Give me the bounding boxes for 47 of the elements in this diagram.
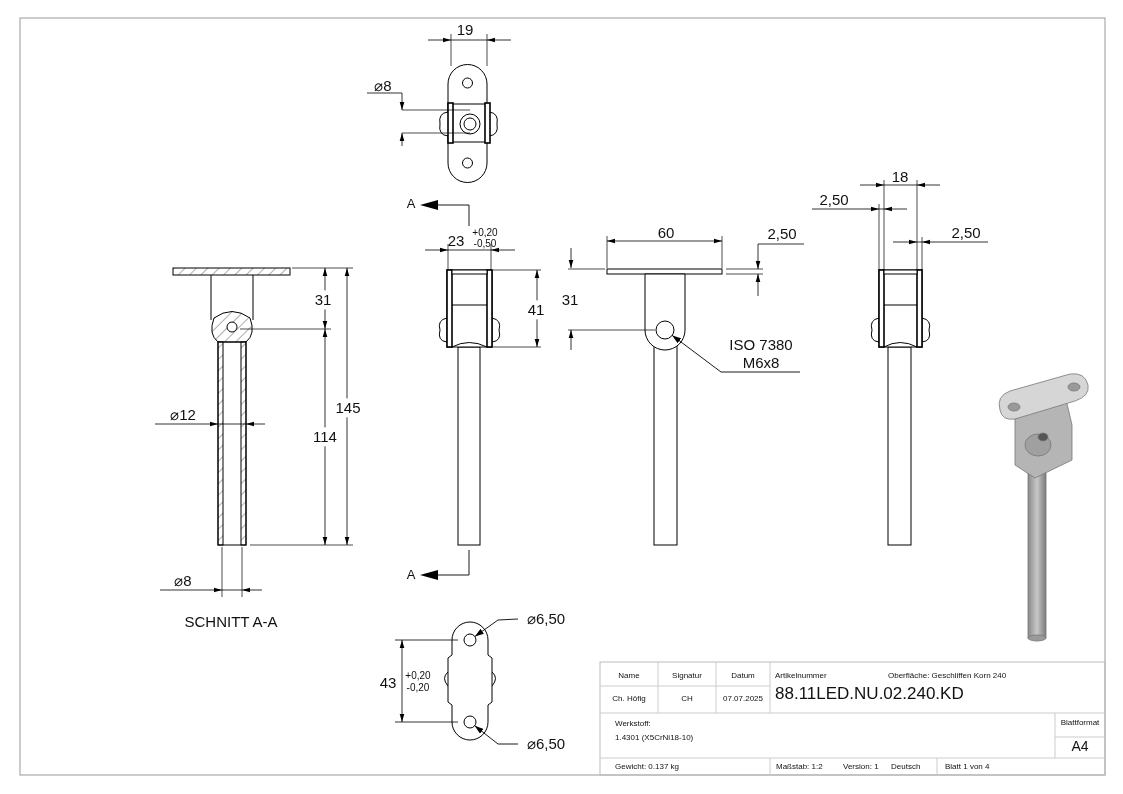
leader-note: ⌀6,50: [520, 610, 572, 628]
section-label: A: [406, 567, 416, 583]
table-value: Ch. Höfig: [612, 694, 646, 704]
tolerance-label: -0,50: [473, 238, 497, 250]
table-value: CH: [681, 694, 693, 704]
leader-note: ⌀6,50: [520, 735, 572, 753]
view-title: SCHNITT A-A: [184, 613, 278, 631]
table-header: Signatur: [672, 671, 702, 681]
table-field: Deutsch: [891, 762, 921, 772]
mounting-hole: [463, 715, 477, 729]
table-value: 07.07.2025: [723, 694, 763, 704]
mounting-hole: [463, 633, 477, 647]
dimension-label: 19: [456, 21, 474, 39]
screw-head: [655, 320, 675, 340]
dimension-label: 2,50: [951, 224, 981, 242]
dimension-label: 18: [891, 168, 909, 186]
dimension-label: 43: [379, 674, 397, 692]
table-header: Artikelnummer: [775, 671, 827, 681]
dimension-label: 114: [311, 427, 339, 447]
tolerance-label: +0,20: [472, 227, 498, 239]
dimension-label: 60: [657, 224, 675, 242]
table-field: Gewicht: 0.137 kg: [615, 762, 680, 772]
dimension-label: 2,50: [819, 191, 849, 209]
table-field: Oberfläche: Geschliffen Korn 240: [888, 671, 1007, 681]
dimension-label: 2,50: [767, 225, 797, 243]
dimension-label: 31: [312, 290, 334, 310]
dimension-label: 41: [525, 300, 547, 320]
table-header: Name: [618, 671, 640, 681]
table-field: Version: 1: [843, 762, 879, 772]
part-number: 88.11LED.NU.02.240.KD: [775, 684, 964, 704]
table-field: Blatt 1 von 4: [945, 762, 990, 772]
table-header: Werkstoff:: [615, 719, 651, 729]
tolerance-label: -0,20: [406, 682, 430, 694]
table-value: A4: [1071, 737, 1089, 755]
dimension-label: ⌀12: [170, 406, 196, 424]
table-header: Blattformat: [1060, 718, 1100, 728]
table-header: Datum: [731, 671, 755, 681]
dimension-label: ⌀8: [374, 77, 392, 95]
dimension-label: ⌀8: [174, 572, 192, 590]
dimension-label: 145: [333, 398, 363, 418]
table-field: Maßstab: 1:2: [776, 762, 823, 772]
dimension-label: 31: [561, 291, 579, 309]
table-value: 1.4301 (X5CrNi18-10): [615, 733, 694, 743]
section-label: A: [406, 196, 416, 212]
leader-note: ISO 7380 M6x8: [722, 336, 800, 372]
dimension-label: 23: [447, 232, 465, 250]
tolerance-label: +0,20: [405, 670, 431, 682]
